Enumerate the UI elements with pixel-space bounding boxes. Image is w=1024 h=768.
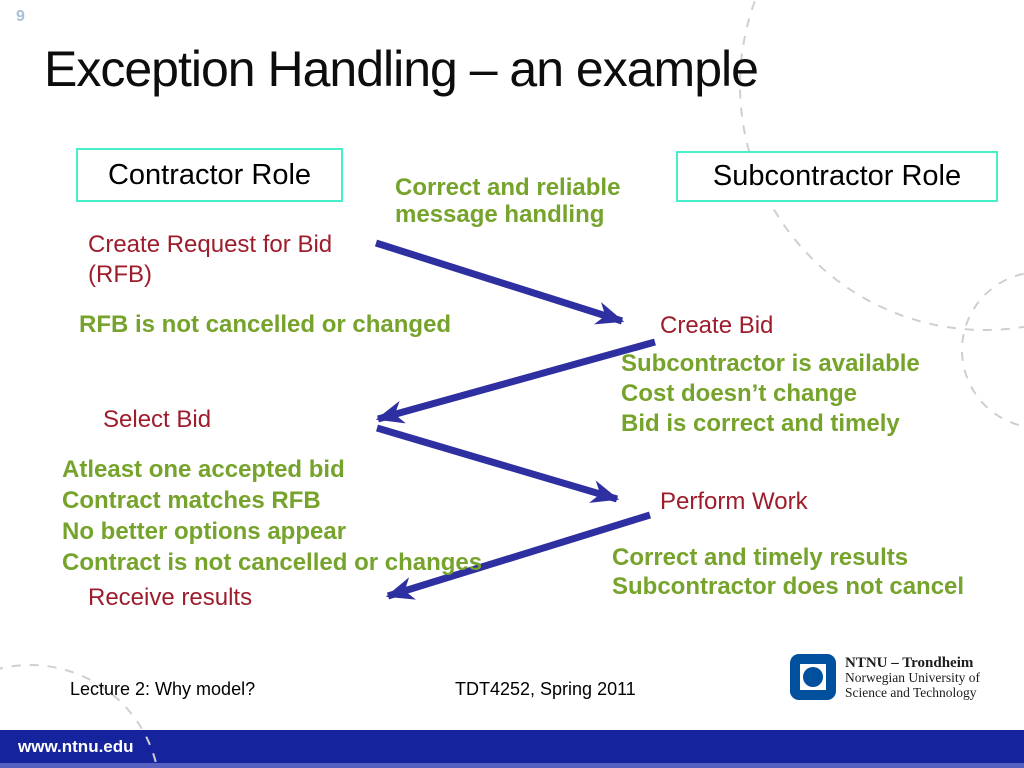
assumption-line: Cost doesn’t change: [621, 380, 858, 407]
assumption-line: Contract is not cancelled or changes: [62, 549, 483, 576]
assumption-message-handling: Correct and reliable message handling: [395, 174, 620, 228]
ntnu-logo-square: [800, 664, 826, 690]
activity-perform-work: Perform Work: [660, 488, 808, 515]
bottom-bar-edge: [0, 763, 1024, 768]
assumption-line: Correct and timely results: [612, 544, 909, 571]
footer-course-label: TDT4252, Spring 2011: [455, 679, 636, 699]
assumption-line: Correct and reliable: [395, 174, 621, 201]
assumption-line: Subcontractor does not cancel: [612, 573, 965, 600]
assumption-line: Contract matches RFB: [62, 487, 321, 514]
activity-select-bid: Select Bid: [103, 406, 212, 433]
ntnu-logo-icon: [790, 654, 836, 700]
contractor-role-label: Contractor Role: [107, 158, 312, 191]
arrow-create-bid-to-select-bid: [375, 338, 656, 424]
activity-create-bid: Create Bid: [660, 312, 774, 339]
assumption-results: Correct and timely results Subcontractor…: [612, 543, 964, 601]
ntnu-logo-subtitle: Norwegian University of: [845, 670, 980, 685]
assumption-bid: Subcontractor is available Cost doesn’t …: [621, 349, 920, 439]
ntnu-logo-circle: [803, 667, 823, 687]
ntnu-logo-subtitle: Science and Technology: [845, 684, 977, 700]
assumption-rfb: RFB is not cancelled or changed: [79, 311, 452, 338]
assumption-line: message handling: [395, 201, 605, 228]
website-url: www.ntnu.edu: [18, 737, 134, 756]
slide-number: 9: [16, 8, 25, 25]
assumption-line: Atleast one accepted bid: [62, 456, 345, 483]
subcontractor-role-box: Subcontractor Role: [676, 151, 998, 202]
footer-lecture-label: Lecture 2: Why model?: [70, 679, 256, 699]
assumption-select: Atleast one accepted bid Contract matche…: [62, 454, 482, 578]
assumption-line: Bid is correct and timely: [621, 410, 900, 437]
dashed-circle-decoration: [961, 272, 1024, 428]
ntnu-logo-text: NTNU – Trondheim Norwegian University of…: [845, 655, 980, 700]
subcontractor-role-label: Subcontractor Role: [712, 160, 962, 192]
activity-line: Create Request for Bid: [88, 231, 333, 258]
activity-line: (RFB): [88, 261, 152, 288]
assumption-line: No better options appear: [62, 518, 347, 545]
contractor-role-box: Contractor Role: [76, 148, 343, 202]
ntnu-logo-title: NTNU – Trondheim: [845, 655, 974, 671]
slide-title: Exception Handling – an example: [44, 41, 759, 97]
bottom-bar: www.ntnu.edu: [0, 730, 1024, 763]
activity-receive-results: Receive results: [88, 584, 253, 611]
activity-create-rfb: Create Request for Bid (RFB): [88, 230, 332, 290]
assumption-line: Subcontractor is available: [621, 350, 920, 377]
